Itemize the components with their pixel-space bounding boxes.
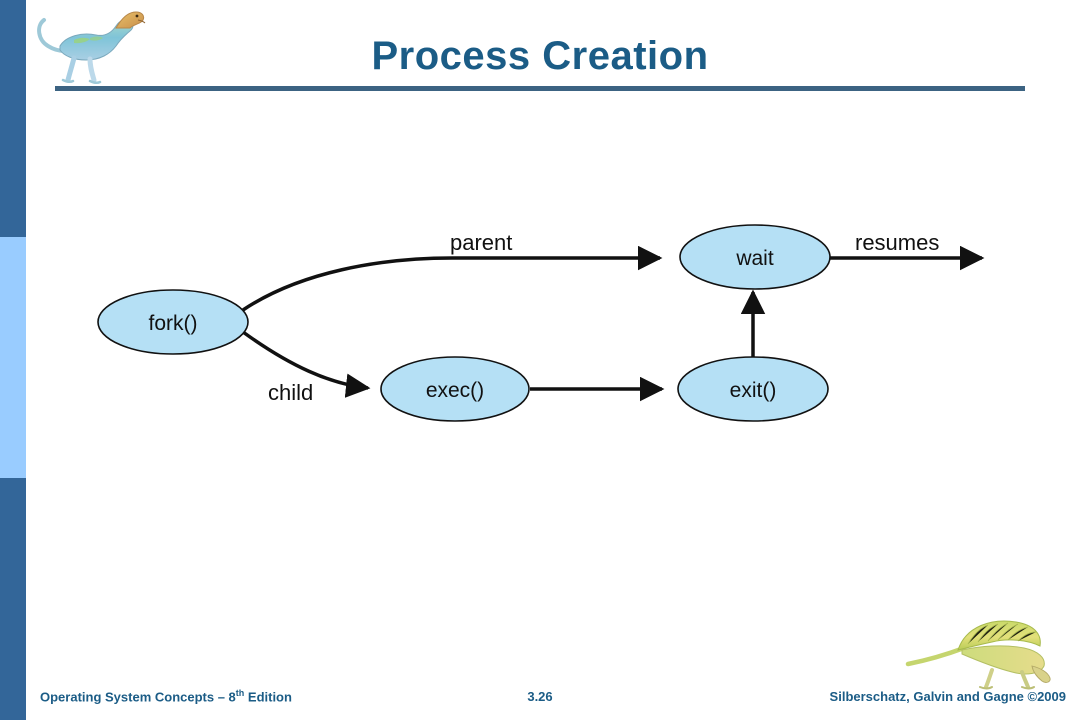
- footer-edition-text: Operating System Concepts – 8: [40, 689, 236, 704]
- process-creation-diagram: fork() wait exec() exit() parent child r…: [0, 180, 1080, 480]
- header-divider: [55, 86, 1025, 91]
- footer-page-number: 3.26: [527, 689, 553, 704]
- node-fork[interactable]: fork(): [97, 289, 249, 355]
- node-wait[interactable]: wait: [679, 224, 831, 290]
- edge-label-resumes: resumes: [855, 230, 939, 255]
- edge-label-child: child: [268, 380, 313, 405]
- edge-fork-to-wait: [242, 245, 663, 312]
- node-fork-label: fork(): [149, 312, 198, 335]
- sidebar-segment-top: [0, 0, 26, 237]
- node-exit[interactable]: exit(): [677, 356, 829, 422]
- footer-edition-suffix: Edition: [244, 689, 292, 704]
- footer-copyright: Silberschatz, Galvin and Gagne ©2009: [829, 689, 1066, 704]
- footer-edition: Operating System Concepts – 8th Edition: [40, 688, 292, 704]
- node-exit-label: exit(): [730, 379, 777, 402]
- edge-fork-to-exec: [241, 330, 371, 398]
- page-title: Process Creation: [371, 34, 709, 78]
- node-exec-label: exec(): [426, 379, 484, 402]
- footer-edition-superscript: th: [235, 687, 245, 698]
- sidebar-segment-middle: [0, 237, 26, 478]
- edge-label-parent: parent: [450, 230, 512, 255]
- dimetrodon-illustration-icon: [905, 620, 1051, 690]
- node-wait-label: wait: [735, 247, 774, 270]
- sidebar-segment-bottom: [0, 478, 26, 720]
- node-exec[interactable]: exec(): [380, 356, 530, 422]
- dinosaur-illustration-icon: [37, 11, 146, 85]
